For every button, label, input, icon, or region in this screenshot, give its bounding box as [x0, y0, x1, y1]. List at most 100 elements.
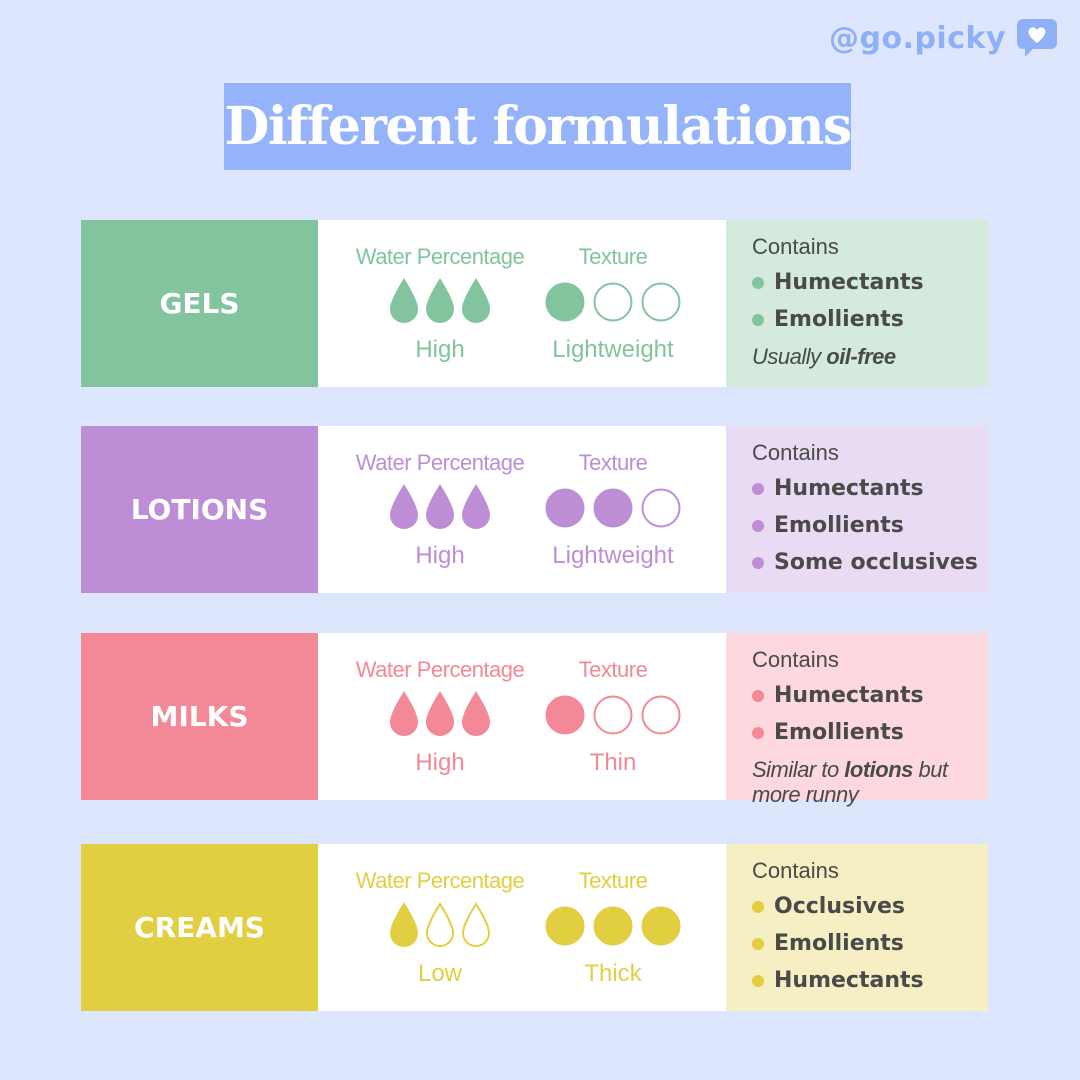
texture-value: Thin — [589, 749, 637, 776]
formulation-label-creams: CREAMS — [81, 844, 318, 1011]
bullet-dot-icon — [752, 689, 764, 702]
texture-circle-outline-icon — [593, 282, 633, 322]
page-title: Different formulations — [224, 96, 852, 157]
water-percentage-value: High — [415, 542, 465, 569]
texture-circle-outline-icon — [593, 695, 633, 735]
bullet-dot-icon — [752, 519, 764, 532]
ingredient-name: Emollients — [774, 931, 904, 956]
ingredient-list-item: Some occlusives — [752, 544, 988, 581]
water-drops — [330, 691, 550, 737]
water-percentage-value: High — [415, 749, 465, 776]
ingredient-list-item: Emollients — [752, 714, 988, 751]
water-drop-outline-icon — [425, 902, 455, 948]
ingredient-list-item: Humectants — [752, 264, 988, 301]
bullet-dot-icon — [752, 556, 764, 569]
water-drop-filled-icon — [425, 278, 455, 324]
texture-circle-filled-icon — [545, 282, 585, 322]
contains-heading: Contains — [752, 858, 839, 883]
ingredient-name: Humectants — [774, 270, 924, 295]
texture-circle-outline-icon — [641, 488, 681, 528]
ingredient-list-item: Emollients — [752, 507, 988, 544]
brand-handle: @go.picky — [829, 18, 1058, 58]
water-percentage-label: Water Percentage — [355, 450, 525, 475]
note-emphasis: oil-free — [826, 344, 896, 369]
bullet-dot-icon — [752, 937, 764, 950]
formulation-name: GELS — [159, 287, 240, 320]
water-drop-filled-icon — [389, 484, 419, 530]
formulation-note: Similar to lotions but more runny — [752, 757, 988, 807]
water-drop-filled-icon — [461, 691, 491, 737]
water-drop-filled-icon — [389, 902, 419, 948]
water-drops — [330, 278, 550, 324]
contains-heading: Contains — [752, 234, 839, 259]
note-emphasis: lotions — [844, 757, 913, 782]
water-percentage-label: Water Percentage — [355, 868, 525, 893]
texture-circles — [513, 695, 713, 735]
formulation-label-lotions: LOTIONS — [81, 426, 318, 593]
bullet-dot-icon — [752, 313, 764, 326]
texture-circles — [513, 488, 713, 528]
texture-circle-filled-icon — [641, 906, 681, 946]
texture-circle-filled-icon — [593, 906, 633, 946]
texture-label: Texture — [578, 244, 648, 269]
contains-heading: Contains — [752, 647, 839, 672]
bullet-dot-icon — [752, 726, 764, 739]
heart-chat-icon — [1017, 19, 1057, 57]
texture-circle-filled-icon — [545, 695, 585, 735]
texture-circle-outline-icon — [641, 695, 681, 735]
formulation-name: CREAMS — [134, 911, 265, 944]
ingredient-name: Occlusives — [774, 894, 905, 919]
contains-heading: Contains — [752, 440, 839, 465]
ingredient-list-item: Emollients — [752, 925, 988, 962]
texture-circle-outline-icon — [641, 282, 681, 322]
formulation-label-gels: GELS — [81, 220, 318, 387]
bullet-dot-icon — [752, 900, 764, 913]
texture-value: Thick — [584, 960, 642, 987]
water-percentage-value: High — [415, 336, 465, 363]
ingredient-list-item: Humectants — [752, 470, 988, 507]
water-percentage-value: Low — [417, 960, 463, 987]
ingredient-name: Emollients — [774, 720, 904, 745]
texture-value: Lightweight — [552, 542, 674, 569]
bullet-dot-icon — [752, 276, 764, 289]
formulation-label-milks: MILKS — [81, 633, 318, 800]
water-percentage-label: Water Percentage — [355, 657, 525, 682]
formulation-name: MILKS — [150, 700, 249, 733]
ingredient-name: Humectants — [774, 683, 924, 708]
texture-label: Texture — [578, 868, 648, 893]
formulation-name: LOTIONS — [130, 493, 269, 526]
water-drop-filled-icon — [389, 278, 419, 324]
texture-circle-filled-icon — [545, 906, 585, 946]
texture-value: Lightweight — [552, 336, 674, 363]
water-drop-filled-icon — [461, 278, 491, 324]
ingredient-name: Humectants — [774, 476, 924, 501]
ingredient-name: Emollients — [774, 513, 904, 538]
ingredient-name: Some occlusives — [774, 550, 978, 575]
water-percentage-label: Water Percentage — [355, 244, 525, 269]
ingredient-list-item: Occlusives — [752, 888, 988, 925]
bullet-dot-icon — [752, 974, 764, 987]
note-text: Usually — [752, 344, 827, 369]
ingredient-name: Emollients — [774, 307, 904, 332]
ingredient-list-item: Humectants — [752, 962, 988, 999]
water-drop-filled-icon — [425, 484, 455, 530]
water-drops — [330, 484, 550, 530]
texture-circles — [513, 282, 713, 322]
formulation-note: Usually oil-free — [752, 344, 988, 369]
